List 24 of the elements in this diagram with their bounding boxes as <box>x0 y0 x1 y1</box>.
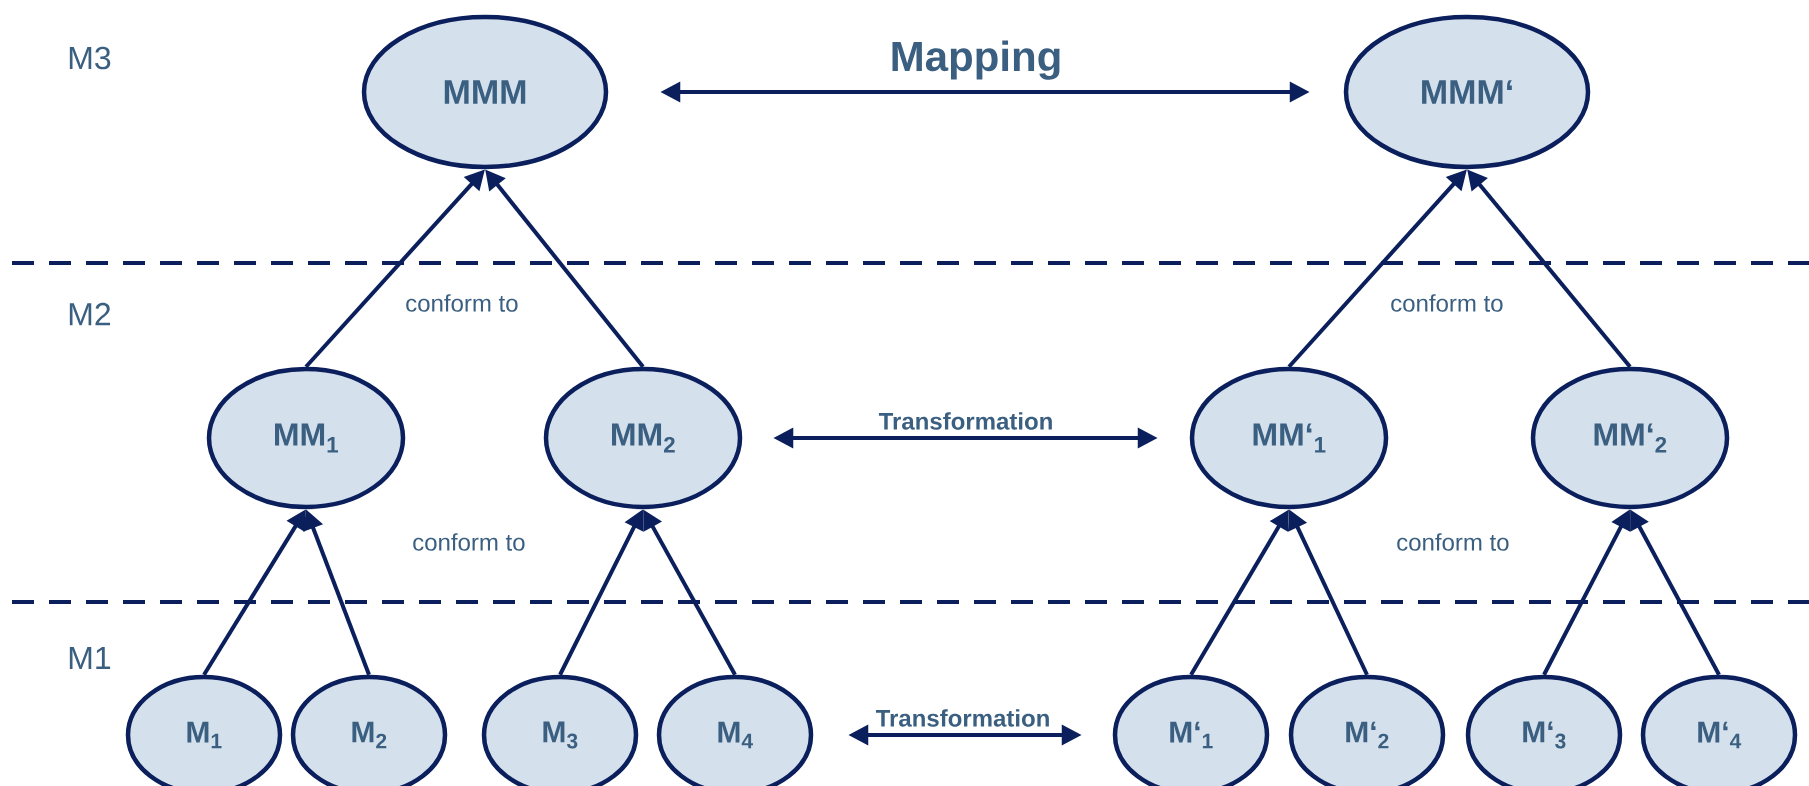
ellipse-node: M$_{2}$ <box>290 674 448 786</box>
ellipse-node: MM‘$_{1}$ <box>1189 366 1389 510</box>
relation-label: conform to <box>406 294 518 312</box>
ellipse-node: M‘$_{2}$ <box>1288 674 1446 786</box>
level-label: M3 <box>69 46 111 70</box>
ellipse-node: MM‘$_{2}$ <box>1530 366 1730 510</box>
relation-label: conform to <box>1391 294 1503 312</box>
edge-label: Transformation <box>878 412 1052 430</box>
ellipse-node: M‘$_{3}$ <box>1465 674 1623 786</box>
ellipse-node: MM$_{1}$ <box>206 366 406 510</box>
relation-label: conform to <box>1397 533 1509 551</box>
ellipse-node: MMM <box>361 14 609 170</box>
ellipse-node: MM$_{2}$ <box>543 366 743 510</box>
ellipse-node: M$_{1}$ <box>125 674 283 786</box>
ellipse-node: M$_{3}$ <box>481 674 639 786</box>
ellipse-node: M$_{4}$ <box>656 674 814 786</box>
level-label: M2 <box>69 302 111 326</box>
edge-label: Transformation <box>875 709 1049 727</box>
ellipse-node: MMM‘ <box>1343 14 1591 170</box>
ellipse-node: M‘$_{4}$ <box>1640 674 1798 786</box>
edge-label: Mapping <box>892 40 1060 80</box>
ellipse-node: M‘$_{1}$ <box>1112 674 1270 786</box>
level-label: M1 <box>69 647 111 669</box>
relation-label: conform to <box>413 533 525 551</box>
